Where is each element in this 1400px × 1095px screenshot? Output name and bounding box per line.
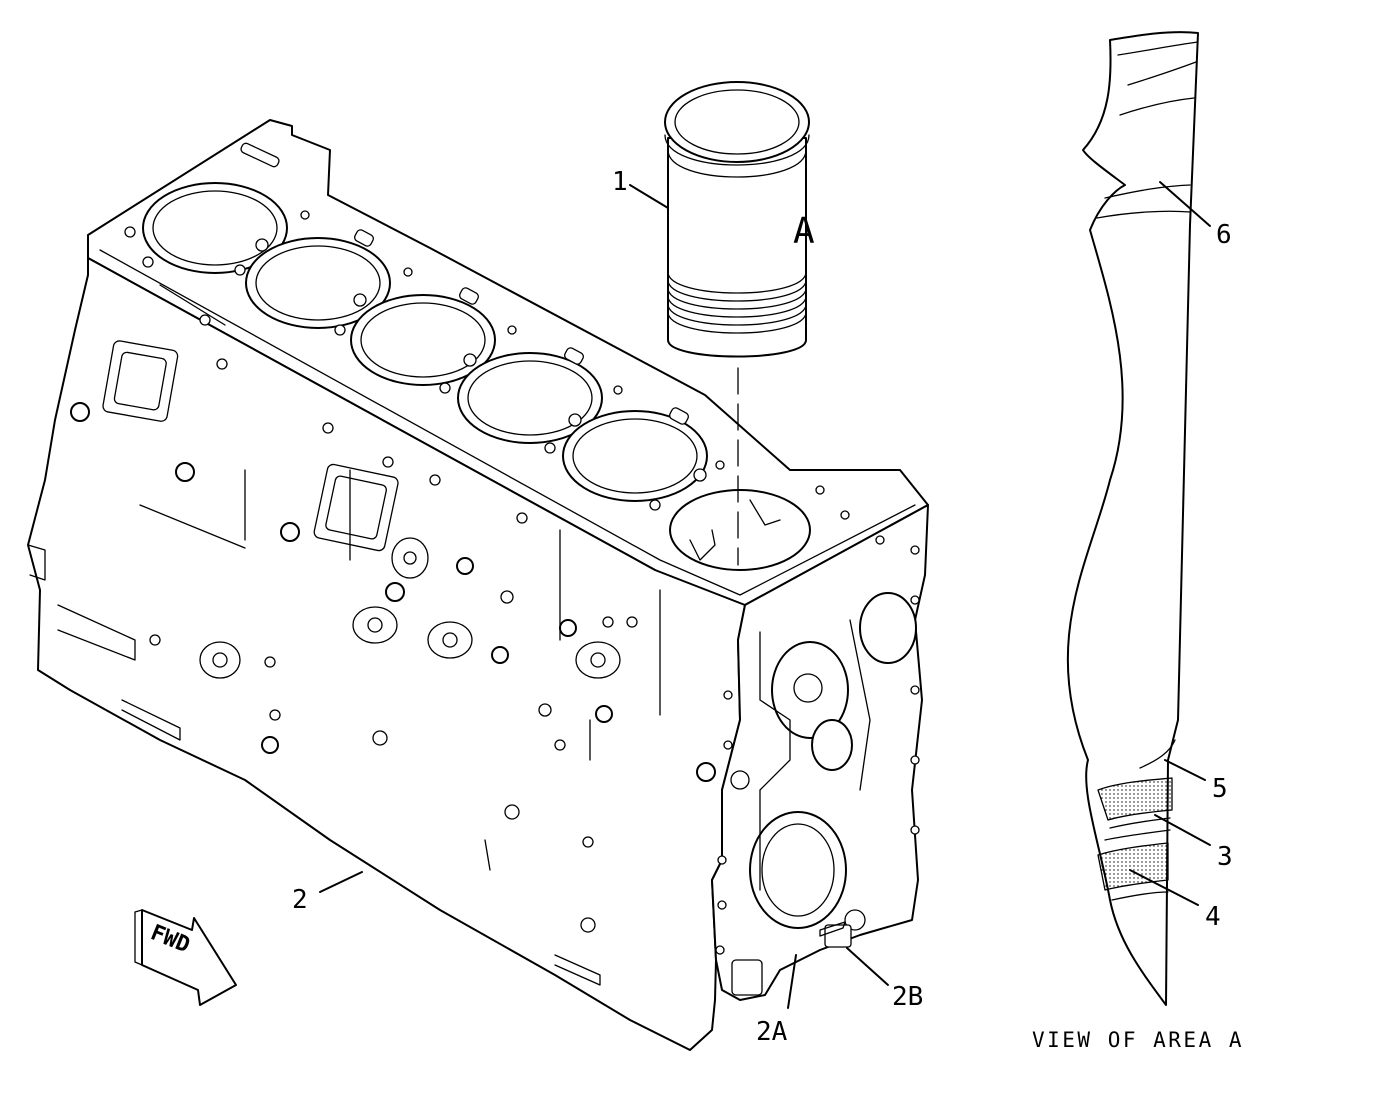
seal-band-lower bbox=[1097, 842, 1169, 891]
view-caption: VIEW OF AREA A bbox=[1032, 1028, 1244, 1052]
fwd-arrow-icon: FWD bbox=[134, 909, 237, 1006]
deck-holes bbox=[124, 142, 885, 545]
label-item-4: 4 bbox=[1205, 902, 1221, 932]
detail-view-area-a bbox=[1066, 31, 1199, 1006]
cylinder-liner bbox=[664, 81, 810, 566]
label-item-3: 3 bbox=[1217, 842, 1233, 872]
label-item-5: 5 bbox=[1212, 774, 1228, 804]
rear-face-details bbox=[715, 545, 920, 996]
label-area-a-marker: A bbox=[793, 211, 815, 252]
label-item-6: 6 bbox=[1216, 220, 1232, 250]
cylinder-bores bbox=[142, 182, 811, 571]
label-item-2b: 2B bbox=[892, 982, 923, 1012]
cylinder-block bbox=[27, 119, 929, 1051]
leader-lines bbox=[319, 181, 1211, 1009]
seal-band-upper bbox=[1097, 777, 1173, 821]
label-item-2a: 2A bbox=[756, 1017, 788, 1047]
block-side-details bbox=[27, 314, 716, 986]
label-item-2: 2 bbox=[292, 885, 308, 915]
label-item-1: 1 bbox=[612, 167, 628, 197]
